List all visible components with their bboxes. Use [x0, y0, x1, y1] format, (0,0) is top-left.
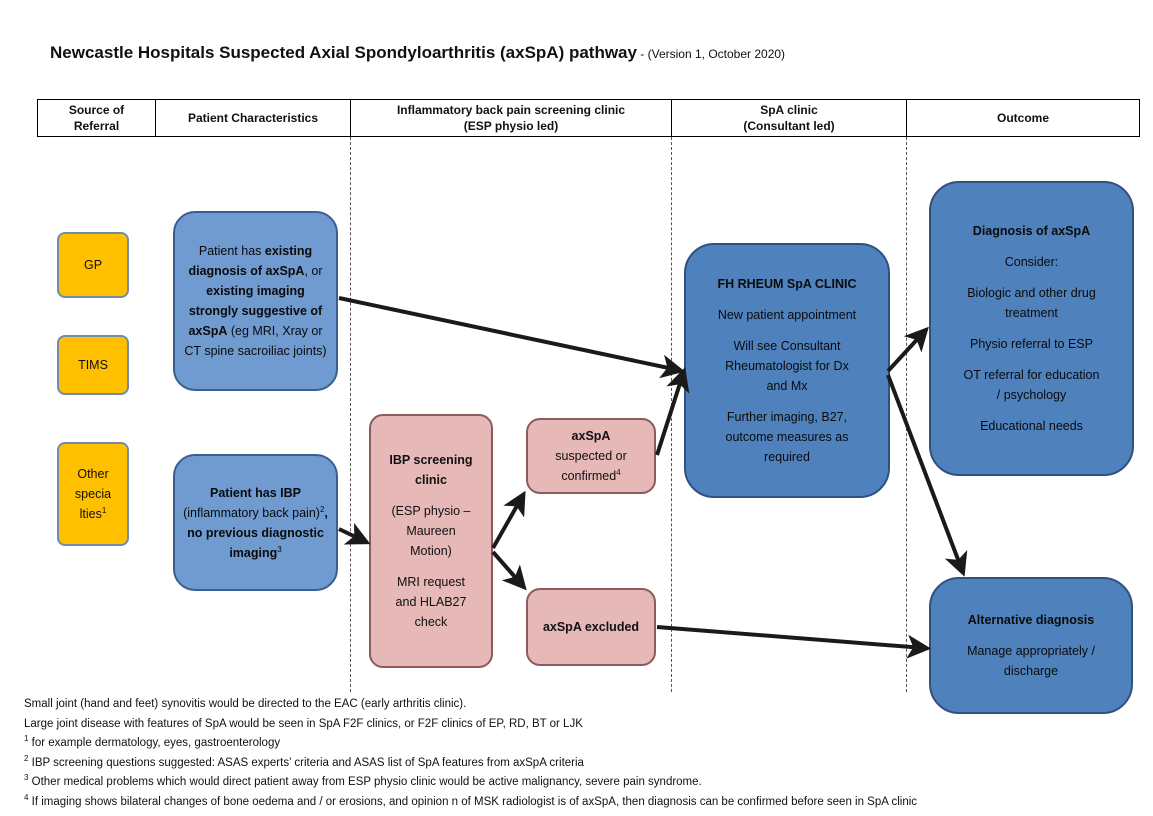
source-tims-label: TIMS [78, 358, 108, 372]
fh-clinic-title: FH RHEUM SpA CLINIC [717, 277, 857, 291]
source-gp-label: GP [83, 258, 103, 272]
patient-ibp: Patient has IBP (inflammatory back pain)… [173, 454, 338, 591]
fh-rheum-spa-clinic: FH RHEUM SpA CLINIC New patient appointm… [684, 243, 890, 498]
text-run: , or [304, 264, 323, 278]
text-run: (inflammatory back pain) [183, 505, 320, 520]
footnote-ref: 2 [319, 504, 325, 514]
text-run: Patient has [198, 244, 265, 258]
source-other-specialties: Other specia lties1 [57, 442, 129, 546]
title-version: - (Version 1, October 2020) [636, 47, 786, 61]
ibp-clinic-title: IBP screening clinic [389, 453, 473, 487]
arrow-screening-to-excluded [491, 550, 527, 591]
header-characteristics-label: Patient Characteristics [187, 111, 319, 125]
axspa-excluded-label: axSpA excluded [542, 620, 640, 634]
ibp-clinic-physio: (ESP physio – Maureen Motion) [391, 504, 471, 558]
fh-clinic-p2: Will see Consultant Rheumatologist for D… [725, 339, 849, 393]
footnote-mark: 2 [24, 753, 29, 763]
arrow-existing-to-clinic [338, 296, 686, 379]
footnote-text: If imaging shows bilateral changes of bo… [28, 795, 918, 808]
alternative-diagnosis: Alternative diagnosis Manage appropriate… [929, 577, 1133, 714]
header-outcome-label: Outcome [996, 111, 1049, 125]
header-source: Source of Referral [38, 100, 156, 136]
footnote-2: 2 IBP screening questions suggested: ASA… [24, 754, 917, 774]
axspa-suspected-text: suspected or confirmed [555, 449, 627, 483]
note-line: Small joint (hand and feet) synovitis wo… [24, 698, 467, 710]
axspa-suspected-body: suspected or confirmed4 [555, 446, 627, 486]
footnote-ref: 4 [616, 467, 621, 477]
text-run-bold: , no previous diagnostic imaging [187, 505, 328, 560]
text-run: (eg MRI, Xray or CT spine sacroiliac joi… [184, 324, 327, 358]
ibp-clinic-tests: MRI request and HLAB27 check [395, 575, 467, 629]
footnote-ref: 3 [277, 544, 282, 554]
footnote-text: for example dermatology, eyes, gastroent… [28, 737, 281, 749]
footnote-ref: 1 [101, 505, 107, 515]
text-run-bold: existing diagnosis of axSpA [188, 244, 313, 278]
title-main: Newcastle Hospitals Suspected Axial Spon… [50, 43, 637, 62]
footnote-mark: 3 [24, 773, 29, 783]
arrow-clinic-to-diagnosis [886, 326, 929, 373]
footnote-mark: 4 [24, 792, 29, 802]
source-tims: TIMS [57, 335, 129, 395]
footnote-text: Other medical problems which would direc… [28, 776, 702, 788]
header-table: Source of Referral Patient Characteristi… [37, 99, 1140, 137]
arrow-excluded-to-alternative [656, 625, 932, 659]
diagnosis-item: OT referral for education / psychology [963, 368, 1100, 402]
page-title: Newcastle Hospitals Suspected Axial Spon… [50, 43, 785, 63]
header-characteristics: Patient Characteristics [156, 100, 351, 136]
arrow-ibp-to-screening [338, 522, 371, 545]
alternative-text: Manage appropriately / discharge [967, 644, 1095, 678]
patient-existing-text: Patient has existing diagnosis of axSpA,… [183, 241, 328, 361]
diagnosis-title: Diagnosis of axSpA [972, 224, 1091, 238]
header-screening-label: Inflammatory back pain screening clinic … [396, 103, 626, 133]
text-run-bold: existing imaging strongly suggestive of … [188, 284, 323, 338]
source-other-text: Other specia lties [74, 467, 112, 521]
arrow-clinic-to-alternative [886, 374, 968, 577]
footnote-text: IBP screening questions suggested: ASAS … [28, 756, 584, 769]
diagnosis-axspa: Diagnosis of axSpA Consider: Biologic an… [929, 181, 1134, 476]
source-gp: GP [57, 232, 129, 298]
separator-line [906, 137, 907, 692]
axspa-suspected: axSpA suspected or confirmed4 [526, 418, 656, 494]
arrow-screening-to-suspected [491, 490, 526, 549]
fh-clinic-p1: New patient appointment [717, 308, 857, 322]
source-other-label: Other specia lties1 [75, 464, 111, 524]
footnote-1: 1 for example dermatology, eyes, gastroe… [24, 734, 917, 754]
diagnosis-item: Educational needs [980, 419, 1083, 433]
footnote-mark: 1 [24, 734, 29, 744]
header-screening: Inflammatory back pain screening clinic … [351, 100, 672, 136]
footnote-4: 4 If imaging shows bilateral changes of … [24, 793, 917, 813]
fh-clinic-p3: Further imaging, B27, outcome measures a… [725, 410, 849, 464]
diagnosis-item: Physio referral to ESP [970, 337, 1093, 351]
axspa-suspected-title: axSpA [571, 429, 611, 443]
diagnosis-item: Biologic and other drug treatment [967, 286, 1096, 320]
header-spa-clinic: SpA clinic (Consultant led) [672, 100, 907, 136]
arrow-suspected-to-clinic [655, 367, 690, 456]
header-spa-clinic-label: SpA clinic (Consultant led) [743, 103, 835, 133]
header-source-label: Source of Referral [68, 103, 125, 133]
separator-line [350, 137, 351, 692]
note-line: Large joint disease with features of SpA… [24, 717, 583, 730]
alternative-title: Alternative diagnosis [967, 613, 1095, 627]
text-run-bold: Patient has IBP [210, 485, 301, 500]
patient-existing-diagnosis: Patient has existing diagnosis of axSpA,… [173, 211, 338, 391]
patient-ibp-text: Patient has IBP (inflammatory back pain)… [183, 483, 328, 563]
footnote-3: 3 Other medical problems which would dir… [24, 773, 917, 793]
axspa-excluded: axSpA excluded [526, 588, 656, 666]
header-outcome: Outcome [907, 100, 1139, 136]
diagnosis-consider: Consider: [1004, 255, 1059, 269]
footnotes: Small joint (hand and feet) synovitis wo… [24, 695, 917, 812]
ibp-screening-clinic: IBP screening clinic (ESP physio – Maure… [369, 414, 493, 668]
